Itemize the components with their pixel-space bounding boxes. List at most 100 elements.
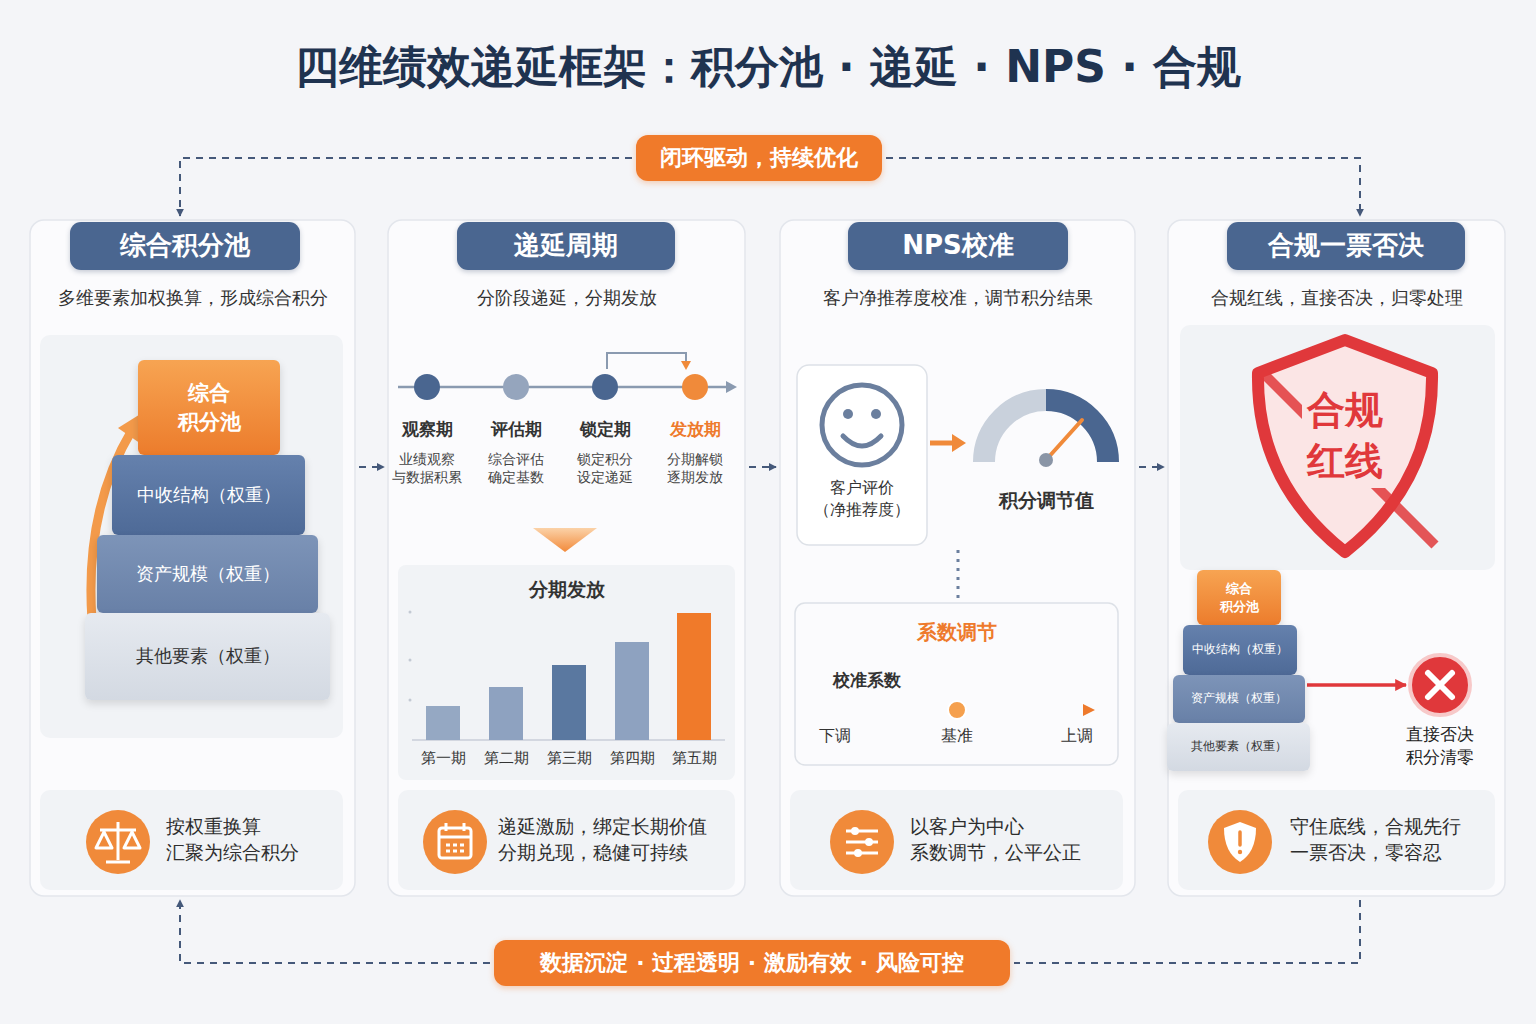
shield-card: 合规 红线 — [1180, 325, 1495, 570]
card-icons — [439, 828, 471, 858]
smiley-card — [822, 385, 902, 465]
loop-banner: 闭环驱动，持续优化 — [636, 135, 882, 181]
loop-banner: 数据沉淀 · 过程透明 · 激励有效 · 风险可控 — [494, 940, 1010, 986]
card-icons — [1224, 822, 1256, 862]
panel-header: NPS校准 — [848, 222, 1068, 270]
text-label: 多维要素加权换算，形成综合积分 — [58, 286, 328, 310]
text-holder: 下调 — [805, 725, 865, 747]
smiley-card — [797, 365, 927, 545]
text-label: 数据沉淀 · 过程透明 · 激励有效 · 风险可控 — [540, 948, 963, 978]
coefficient-box: 系数调节校准系数下调 基准 上调 — [795, 603, 1118, 765]
text-holder: 客户评价 （净推荐度） — [797, 477, 927, 520]
text-holder: 锁定期 — [560, 418, 650, 441]
bar-chart — [409, 611, 412, 614]
gauge — [984, 400, 1046, 462]
text-label: 观察期 — [402, 418, 453, 441]
summary-card: 递延激励，绑定长期价值 分期兑现，稳健可持续 — [398, 790, 735, 890]
card-icons — [846, 831, 878, 853]
timeline — [414, 374, 440, 400]
text-label: 递延激励，绑定长期价值 分期兑现，稳健可持续 — [498, 814, 709, 865]
panel: 分阶段递延，分期发放 递延周期分期发放第一期第二期第三期第四期第五期递延激励，绑定… — [388, 220, 745, 896]
panel-backgrounds — [1168, 220, 1505, 896]
smiley-card — [797, 365, 966, 545]
text-label: 综合 积分池 — [177, 379, 242, 436]
text-label: 递延周期 — [514, 228, 618, 263]
card-icons — [446, 845, 464, 851]
bar-chart — [615, 642, 649, 740]
text-holder: 直接否决 积分清零 — [1370, 723, 1510, 769]
bar-chart — [552, 665, 586, 740]
chart-box: 分期发放第一期第二期第三期第四期第五期 — [398, 565, 735, 780]
text-label: 客户评价 （净推荐度） — [813, 477, 911, 520]
panel: 合规红线，直接否决，归零处理合规一票否决合规 红线综合 积分池中收结构（权重）资… — [1168, 220, 1505, 896]
weight-block: 其他要素（权重） — [1167, 723, 1310, 771]
text-label: 其他要素（权重） — [1191, 739, 1287, 755]
timeline — [681, 361, 691, 370]
smiley-card — [843, 409, 853, 419]
timeline — [726, 381, 737, 393]
panel-backgrounds — [30, 220, 355, 896]
card-icons — [96, 822, 140, 862]
connector — [749, 466, 776, 468]
text-label: 综合积分池 — [120, 228, 250, 263]
text-label: 上调 — [1061, 725, 1093, 747]
text-label: 第五期 — [672, 748, 717, 768]
text-label: 系数调节 — [917, 619, 997, 646]
panel-header: 综合积分池 — [70, 222, 300, 270]
text-holder: 多维要素加权换算，形成综合积分 — [30, 286, 355, 310]
shield — [1258, 340, 1435, 552]
text-label: 客户净推荐度校准，调节积分结果 — [823, 286, 1093, 310]
text-holder: 锁定积分 设定递延 — [555, 450, 655, 486]
summary-card: 按权重换算 汇聚为综合积分 — [40, 790, 343, 890]
smiley-card — [952, 434, 966, 452]
timeline — [682, 374, 708, 400]
coefficient-slider — [795, 603, 1118, 765]
text-label: 下调 — [819, 725, 851, 747]
card-icons — [851, 827, 859, 835]
card-backgrounds — [1178, 790, 1495, 890]
shield — [1262, 372, 1435, 545]
coefficient-slider — [795, 603, 1118, 765]
weight-block: 中收结构（权重） — [112, 455, 305, 535]
text-holder: 第五期 — [664, 748, 724, 768]
text-label: 按权重换算 汇聚为综合积分 — [166, 814, 301, 865]
panel-backgrounds — [780, 220, 1135, 896]
text-label: 第二期 — [484, 748, 529, 768]
text-holder: 校准系数 — [817, 669, 917, 692]
bar-chart — [489, 687, 523, 740]
text-label: 业绩观察 与数据积累 — [391, 450, 463, 486]
text-label: 资产规模（权重） — [136, 562, 280, 586]
card-backgrounds — [790, 790, 1123, 890]
weight-block: 资产规模（权重） — [97, 535, 318, 613]
panel-header: 合规一票否决 — [1227, 222, 1465, 270]
gauge — [957, 550, 960, 598]
smiley-card — [843, 436, 881, 446]
card-backgrounds — [1180, 325, 1495, 570]
bar-chart — [677, 613, 711, 740]
card-icons — [439, 836, 471, 839]
pool-block: 综合 积分池 — [138, 360, 280, 455]
text-label: 闭环驱动，持续优化 — [660, 143, 858, 173]
bar-chart — [426, 706, 460, 740]
rating-card: 客户评价 （净推荐度） — [797, 365, 927, 545]
coefficient-slider — [948, 701, 966, 719]
weight-block: 资产规模（权重） — [1173, 675, 1305, 723]
text-holder: 基准 — [927, 725, 987, 747]
gauge — [1046, 400, 1108, 462]
connector — [359, 466, 384, 468]
card-backgrounds — [40, 325, 1495, 890]
text-holder: 发放期 — [650, 418, 740, 441]
text-label: 第四期 — [610, 748, 655, 768]
text-label: 分阶段递延，分期发放 — [477, 286, 657, 310]
reject-mark — [1428, 673, 1452, 697]
bar-chart — [409, 659, 412, 662]
text-label: 资产规模（权重） — [1191, 691, 1287, 707]
timeline — [592, 374, 618, 400]
text-holder: 分期发放 — [398, 577, 735, 603]
connector — [1139, 466, 1164, 468]
text-holder: 业绩观察 与数据积累 — [377, 450, 477, 486]
gauge — [1039, 453, 1053, 467]
text-holder: 评估期 — [471, 418, 561, 441]
card-icons — [423, 810, 487, 874]
